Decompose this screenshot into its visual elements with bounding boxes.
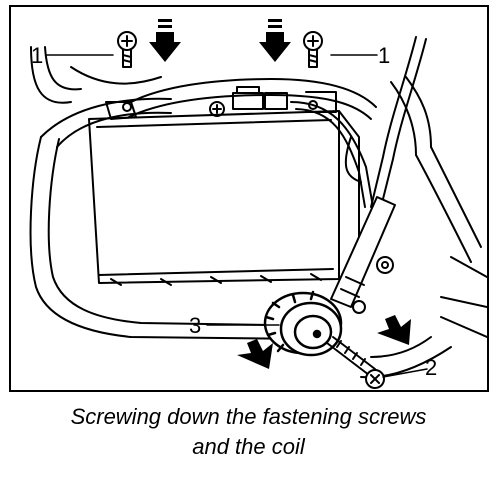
screw-right (303, 31, 323, 68)
figure-frame: 1 1 2 3 (9, 5, 489, 392)
callout-bolt: 2 (425, 355, 438, 380)
housing-frame (29, 46, 487, 379)
callout-coil: 3 (189, 313, 202, 338)
coil-boot (330, 196, 396, 314)
control-module (88, 110, 360, 286)
callout-screw-left: 1 (31, 43, 44, 68)
figure-caption: Screwing down the fastening screws and t… (0, 402, 497, 462)
bolt (326, 336, 385, 389)
caption-line-1: Screwing down the fastening screws (70, 404, 427, 429)
callout-screw-right: 1 (378, 43, 391, 68)
leader-lines (46, 54, 428, 378)
arrow-down-right (259, 19, 291, 62)
arrow-bolt (377, 315, 411, 345)
cable-harness (290, 36, 427, 208)
ignition-coil (263, 290, 343, 357)
connector (209, 86, 288, 117)
caption-line-2: and the coil (192, 434, 305, 459)
assembly-drawing (29, 19, 487, 389)
arrow-coil (237, 339, 273, 369)
arrow-down-left (149, 19, 181, 62)
screw-left (117, 31, 137, 68)
